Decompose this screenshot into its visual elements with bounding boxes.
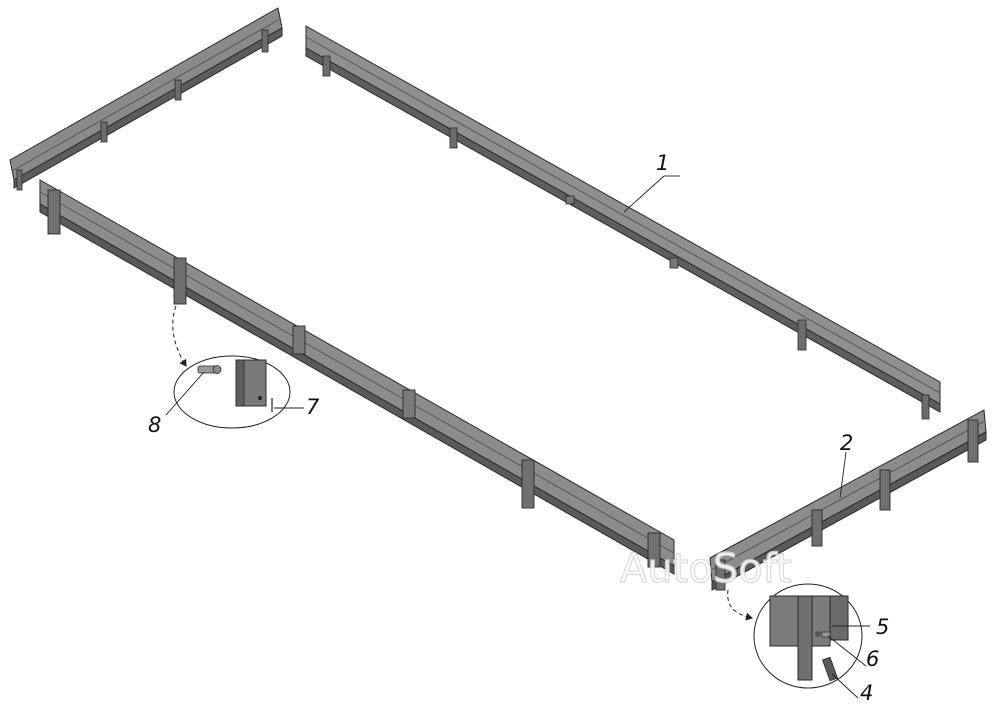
callout-8: 8 — [148, 413, 161, 437]
board-2 — [709, 409, 987, 591]
callout-2: 2 — [840, 431, 853, 455]
leader-2 — [839, 451, 847, 499]
callout-6: 6 — [866, 647, 879, 671]
board-1 — [305, 25, 941, 420]
board-back-left — [9, 7, 283, 191]
board-front-long — [39, 179, 675, 575]
detail-view-a — [172, 305, 291, 429]
leader-6 — [827, 635, 867, 667]
leader-1 — [623, 175, 665, 213]
detail-view-b — [727, 583, 863, 689]
callout-1: 1 — [656, 151, 669, 175]
callout-5: 5 — [876, 615, 889, 639]
leader-8 — [165, 371, 205, 416]
callout-7: 7 — [306, 395, 320, 419]
callout-4: 4 — [860, 681, 873, 705]
leader-4 — [831, 673, 859, 699]
watermark: AutoSoft — [620, 546, 792, 592]
